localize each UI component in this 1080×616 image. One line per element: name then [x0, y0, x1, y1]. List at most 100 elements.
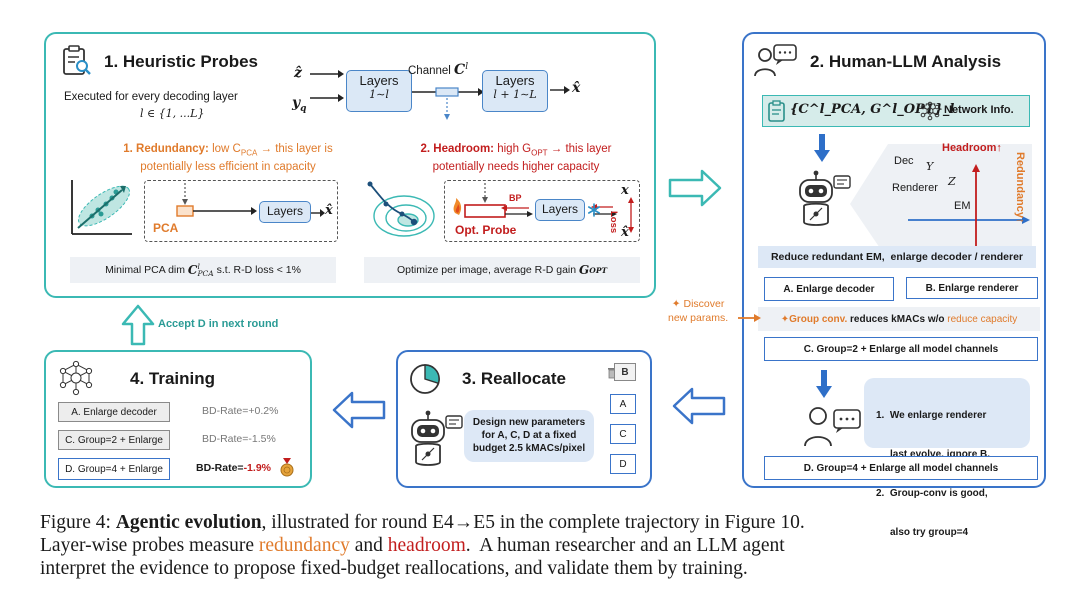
headroom-lead: 2. Headroom: [420, 143, 495, 155]
down-arrow-1 [814, 134, 830, 162]
evidence-set: {C^l_PCA, G^l_OPT}_l [790, 102, 955, 117]
opt-probe-box: BP Layers Opt. Probe x Loss x̂ [444, 180, 640, 242]
input-z: ẑ [294, 65, 302, 81]
result-row-d: D. Group=4 + Enlarge [58, 458, 170, 480]
chart-redundancy-label: Redundancy↑ [1014, 152, 1026, 224]
panel-title: 4. Training [130, 369, 216, 388]
human-note-2b: also try group=4 [890, 527, 969, 538]
headroom-body2: → this layer [547, 143, 612, 155]
training-panel: 4. Training A. Enlarge decoder BD-Rate=+… [44, 350, 312, 488]
headroom-description: 2. Headroom: high GOPT → this layer pote… [392, 142, 640, 175]
result-row-a: A. Enlarge decoder [58, 402, 170, 422]
redundancy-lead: 1. Redundancy: [123, 143, 209, 155]
redundancy-line2: potentially less efficient in capacity [140, 161, 316, 174]
chart-headroom-label: Headroom↑ [942, 142, 1002, 154]
pca-probe-box: PCA Layers x̂ [144, 180, 338, 242]
opt-metric-sym: G [579, 263, 590, 277]
headroom-body1: high G [497, 143, 532, 155]
evidence-box [762, 95, 1030, 127]
network-info-label: Network Info. [944, 104, 1014, 116]
human-note-1b: last evolve, ignore B. [890, 449, 991, 460]
medal-icon [280, 458, 294, 477]
chart-dec-label: Dec [894, 155, 914, 167]
caption-headroom: headroom [387, 535, 466, 556]
channel-label: Channel Cl [408, 62, 468, 78]
panel-title: 3. Reallocate [462, 369, 566, 388]
candidate-a: A [610, 394, 636, 414]
loss-label: Loss [608, 211, 619, 234]
layers-back-label: Layers [495, 73, 535, 88]
flow-arrow-left-1 [672, 387, 726, 425]
panel-title: 1. Heuristic Probes [104, 52, 259, 71]
opt-probe-graphic [453, 183, 634, 233]
pca-output-x: x̂ [325, 203, 333, 218]
candidate-b-discarded: B [614, 363, 636, 381]
pca-scatter-icon [71, 180, 132, 235]
neural-network-icon [59, 360, 93, 396]
layers-block-back: Layers l + 1∼L [482, 70, 548, 112]
accept-label: Accept D in next round [158, 318, 279, 330]
headroom-sub: OPT [531, 148, 548, 158]
human-llm-analysis-panel: 2. Human-LLM Analysis {C^l_PCA, G^l_OPT}… [742, 32, 1046, 538]
caption-redundancy: redundancy [258, 535, 350, 556]
instruction-line1: Design new parameters [472, 417, 586, 428]
pca-label: PCA [153, 221, 179, 235]
pca-metric-sub: PCA [197, 269, 214, 278]
layers-front-label: Layers [359, 73, 399, 88]
layers-front-range: 1∼l [369, 88, 389, 101]
caption-t1: , illustrated for round E4→E5 in the com… [261, 512, 805, 533]
group-conv-banner: ✦ Group conv. reduces kMACs w/o reduce c… [758, 307, 1040, 331]
accept-arrow-up [121, 304, 155, 346]
result-a-metric: BD-Rate=+0.2% [202, 405, 279, 417]
option-c-box: C. Group=2 + Enlarge all model channels [764, 337, 1038, 361]
redundancy-body2: → this layer is [257, 143, 333, 155]
human-note: 1. We enlarge renderer last evolve, igno… [864, 378, 1030, 538]
layers-back-range: l + 1∼L [493, 88, 537, 101]
layer-range: l ∈ {1, ...L} [140, 107, 205, 120]
discover-line1: Discover [683, 298, 725, 310]
output-arrow [550, 86, 570, 94]
human-note-2: 2. Group-conv is good, [876, 488, 988, 499]
result-c-label: C. Group=2 + Enlarge [65, 434, 163, 446]
group-conv-lead: Group conv. [789, 313, 848, 325]
discover-line2: new params. [668, 312, 729, 324]
discover-arrow [738, 314, 761, 322]
caption-t4: interpret the evidence to propose fixed-… [40, 558, 748, 579]
human-icon [804, 407, 861, 447]
human-note-1: 1. We enlarge renderer [876, 410, 987, 421]
result-a-label: A. Enlarge decoder [71, 406, 157, 418]
result-d-metric: BD-Rate=-1.9% [196, 462, 271, 474]
redundancy-body1: low C [212, 143, 241, 155]
pie-chart-icon [410, 364, 440, 394]
redundancy-description: 1. Redundancy: low CPCA → this layer is … [98, 142, 358, 175]
layers-block-front: Layers 1∼l [346, 70, 412, 112]
sparkle-icon-2: ✦ [780, 313, 790, 325]
clipboard-icon [768, 100, 785, 122]
candidate-d: D [610, 454, 636, 474]
group-conv-mid: reduces kMACs w/o [847, 313, 948, 325]
reallocate-panel: 3. Reallocate Design new parameters for … [396, 350, 652, 488]
panel-title: 2. Human-LLM Analysis [810, 52, 1002, 71]
channel-connector [412, 87, 484, 120]
channel-label-text: Channel [408, 65, 451, 77]
result-d-label: D. Group=4 + Enlarge [65, 463, 163, 475]
input-arrows [310, 70, 344, 102]
pca-probe-graphic [176, 183, 257, 217]
caption-t3: . A human researcher and an LLM agent [465, 535, 785, 556]
pca-metric-sup: l [197, 262, 200, 271]
discover-note: ✦ Discover new params. [668, 297, 728, 325]
headroom-line2: potentially needs higher capacity [432, 161, 600, 174]
analysis-chart-bubble [850, 144, 1032, 260]
instruction-line3: budget 2.5 kMACs/pixel [472, 443, 586, 454]
opt-layers-block: Layers [535, 199, 585, 221]
chart-y-label: Y [926, 160, 934, 173]
option-d-box: D. Group=4 + Enlarge all model channels [764, 456, 1038, 480]
summary-banner: Reduce redundant EM, enlarge decoder / r… [758, 246, 1036, 268]
robot-icon [411, 410, 463, 466]
opt-probe-label: Opt. Probe [455, 223, 517, 237]
instruction-line2: for A, C, D at a fixed [481, 430, 577, 441]
caption-and: and [349, 535, 388, 556]
network-icon [920, 101, 940, 121]
